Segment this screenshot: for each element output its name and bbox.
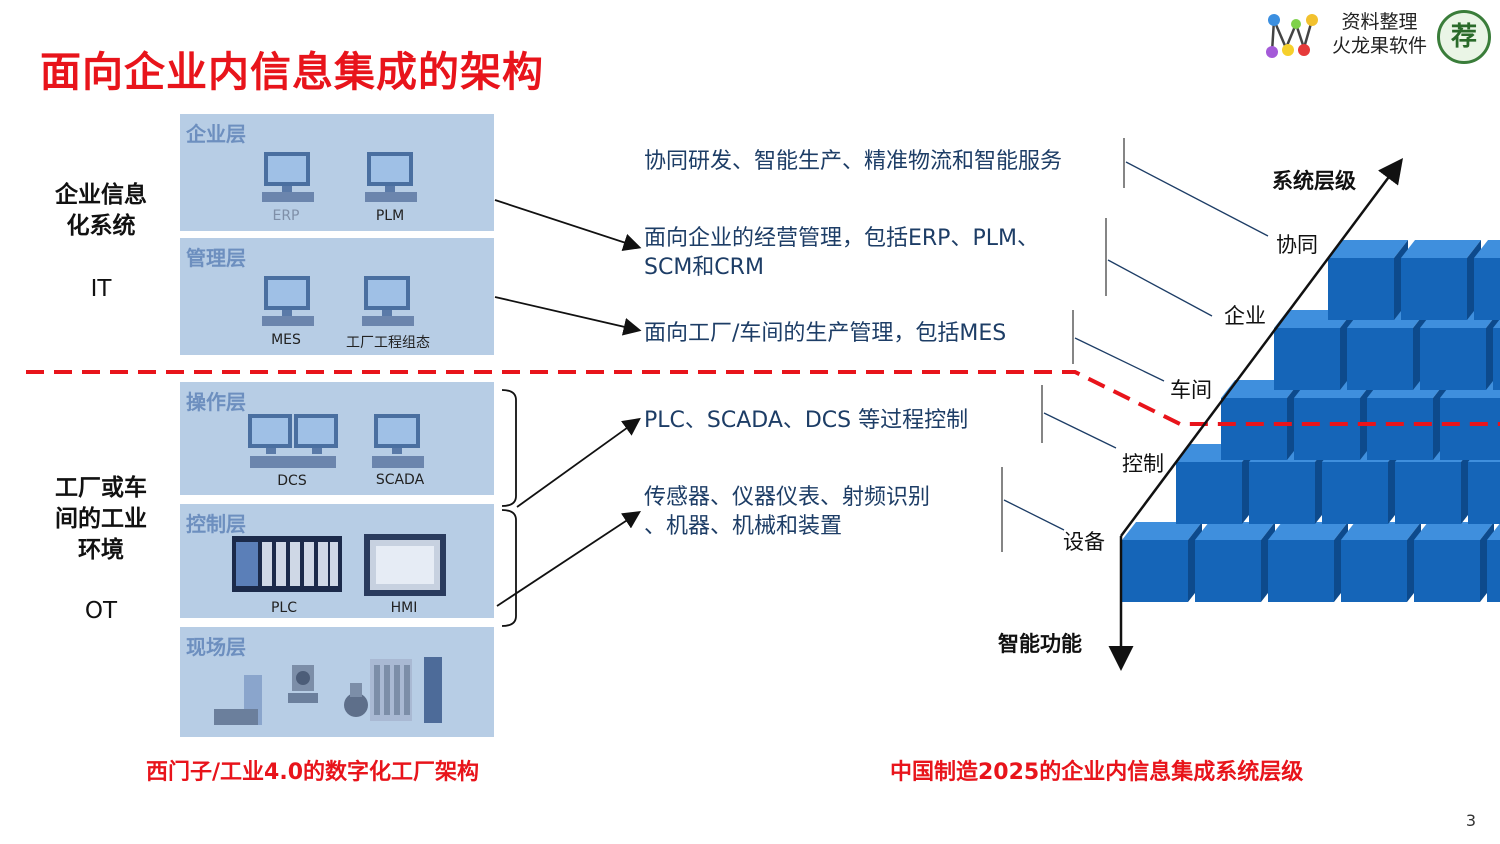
it-label-line1: 企业信息	[55, 182, 147, 208]
computer-icon	[262, 152, 314, 202]
cube	[1328, 240, 1408, 320]
axis-label-system-level: 系统层级	[1272, 169, 1356, 193]
brand-text: 资料整理 火龙果软件	[1332, 10, 1427, 58]
layer-control: 控制层 PLC HMI	[180, 504, 494, 618]
brand-logo-icon	[1266, 14, 1318, 58]
level-enterprise: 企业	[1224, 304, 1266, 328]
desc-device: 传感器、仪器仪表、射频识别 、机器、机械和装置	[644, 483, 930, 541]
layer-label-control: 控制层	[186, 512, 246, 536]
device-label-dcs: DCS	[277, 473, 307, 489]
brand-line-2: 火龙果软件	[1332, 35, 1428, 57]
caption-right: 中国制造2025的企业内信息集成系统层级	[890, 760, 1304, 785]
device-label-plm: PLM	[375, 208, 405, 224]
level-device: 设备	[1063, 530, 1105, 554]
computer-icon	[372, 414, 424, 468]
cube	[1341, 522, 1421, 602]
desc-workshop: 面向工厂/车间的生产管理，包括MES	[644, 321, 1007, 346]
cube	[1268, 522, 1348, 602]
system-level-axis	[1119, 157, 1403, 537]
ot-label-line2: 间的工业	[55, 506, 147, 532]
desc-enterprise-line2: SCM和CRM	[644, 255, 764, 280]
computer-icon	[362, 276, 414, 326]
layer-label-management: 管理层	[186, 246, 246, 270]
level-collaboration: 协同	[1276, 233, 1318, 257]
ot-label: 工厂或车 间的工业 环境	[48, 473, 154, 566]
device-label-erp: ERP	[272, 208, 300, 224]
device-label-hmi: HMI	[390, 600, 418, 616]
bracket-operation	[501, 389, 517, 507]
level-control: 控制	[1122, 452, 1164, 476]
device-label-factory-config: 工厂工程组态	[346, 335, 430, 351]
layer-operation: 操作层 DCS SCADA	[180, 382, 494, 495]
bracket-control	[501, 509, 517, 627]
it-abbr: IT	[90, 276, 112, 302]
cube	[1274, 310, 1354, 390]
plc-icon	[232, 536, 342, 592]
leader-line	[1043, 412, 1117, 449]
desc-control: PLC、SCADA、DCS 等过程控制	[644, 408, 969, 433]
ot-label-line3: 环境	[78, 537, 124, 563]
cube	[1493, 319, 1500, 390]
recommend-badge: 荐	[1437, 10, 1491, 64]
layer-management: 管理层 MES 工厂工程组态	[180, 238, 494, 355]
page-number: 3	[1465, 811, 1476, 830]
arrow-control	[496, 511, 642, 607]
level-workshop: 车间	[1170, 378, 1212, 402]
cube	[1195, 522, 1275, 602]
leader-line	[1107, 259, 1213, 317]
caption-left: 西门子/工业4.0的数字化工厂架构	[146, 760, 480, 785]
leader-line	[1074, 337, 1165, 382]
cube	[1122, 522, 1202, 602]
device-label-mes: MES	[271, 332, 301, 348]
axis-label-intelligent-function: 智能功能	[998, 632, 1082, 656]
desc-collaboration: 协同研发、智能生产、精准物流和智能服务	[644, 149, 1063, 174]
layer-enterprise: 企业层 ERP PLM	[180, 114, 494, 231]
cube	[1294, 380, 1374, 460]
hmi-icon	[364, 534, 446, 596]
arrow-operation	[516, 417, 641, 508]
page-title: 面向企业内信息集成的架构	[40, 48, 544, 96]
ot-label-line1: 工厂或车	[55, 475, 147, 501]
desc-device-line2: 、机器、机械和装置	[644, 514, 843, 539]
cube	[1440, 380, 1500, 460]
desc-device-line1: 传感器、仪器仪表、射频识别	[644, 485, 931, 510]
ot-abbr: OT	[84, 598, 118, 624]
desc-enterprise-line1: 面向企业的经营管理，包括ERP、PLM、	[644, 226, 1039, 251]
brand-line-1: 资料整理	[1341, 11, 1418, 33]
it-label-line2: 化系统	[66, 213, 136, 239]
arrow-management	[494, 296, 642, 336]
arrow-enterprise	[494, 199, 642, 252]
cube-stack	[1122, 240, 1500, 602]
leader-line	[1003, 499, 1065, 531]
cube	[1347, 310, 1427, 390]
layer-field: 现场层	[180, 627, 494, 737]
layer-label-field: 现场层	[186, 635, 246, 659]
cube	[1367, 380, 1447, 460]
cube	[1474, 240, 1500, 320]
computer-icon	[262, 276, 314, 326]
layer-label-enterprise: 企业层	[186, 122, 246, 146]
device-label-plc: PLC	[270, 600, 298, 616]
desc-enterprise: 面向企业的经营管理，包括ERP、PLM、 SCM和CRM	[644, 224, 1039, 282]
it-ot-divider	[26, 370, 1500, 426]
cube	[1420, 310, 1500, 390]
it-label: 企业信息 化系统	[48, 180, 154, 242]
cube	[1221, 380, 1301, 460]
cube	[1487, 523, 1500, 602]
computer-icon	[365, 152, 417, 202]
leader-line	[1125, 161, 1269, 237]
dual-monitor-icon	[248, 414, 338, 468]
layer-label-operation: 操作层	[186, 390, 246, 414]
device-label-scada: SCADA	[375, 472, 425, 488]
cube	[1414, 522, 1494, 602]
cube	[1401, 240, 1481, 320]
field-devices-icon	[214, 657, 442, 725]
